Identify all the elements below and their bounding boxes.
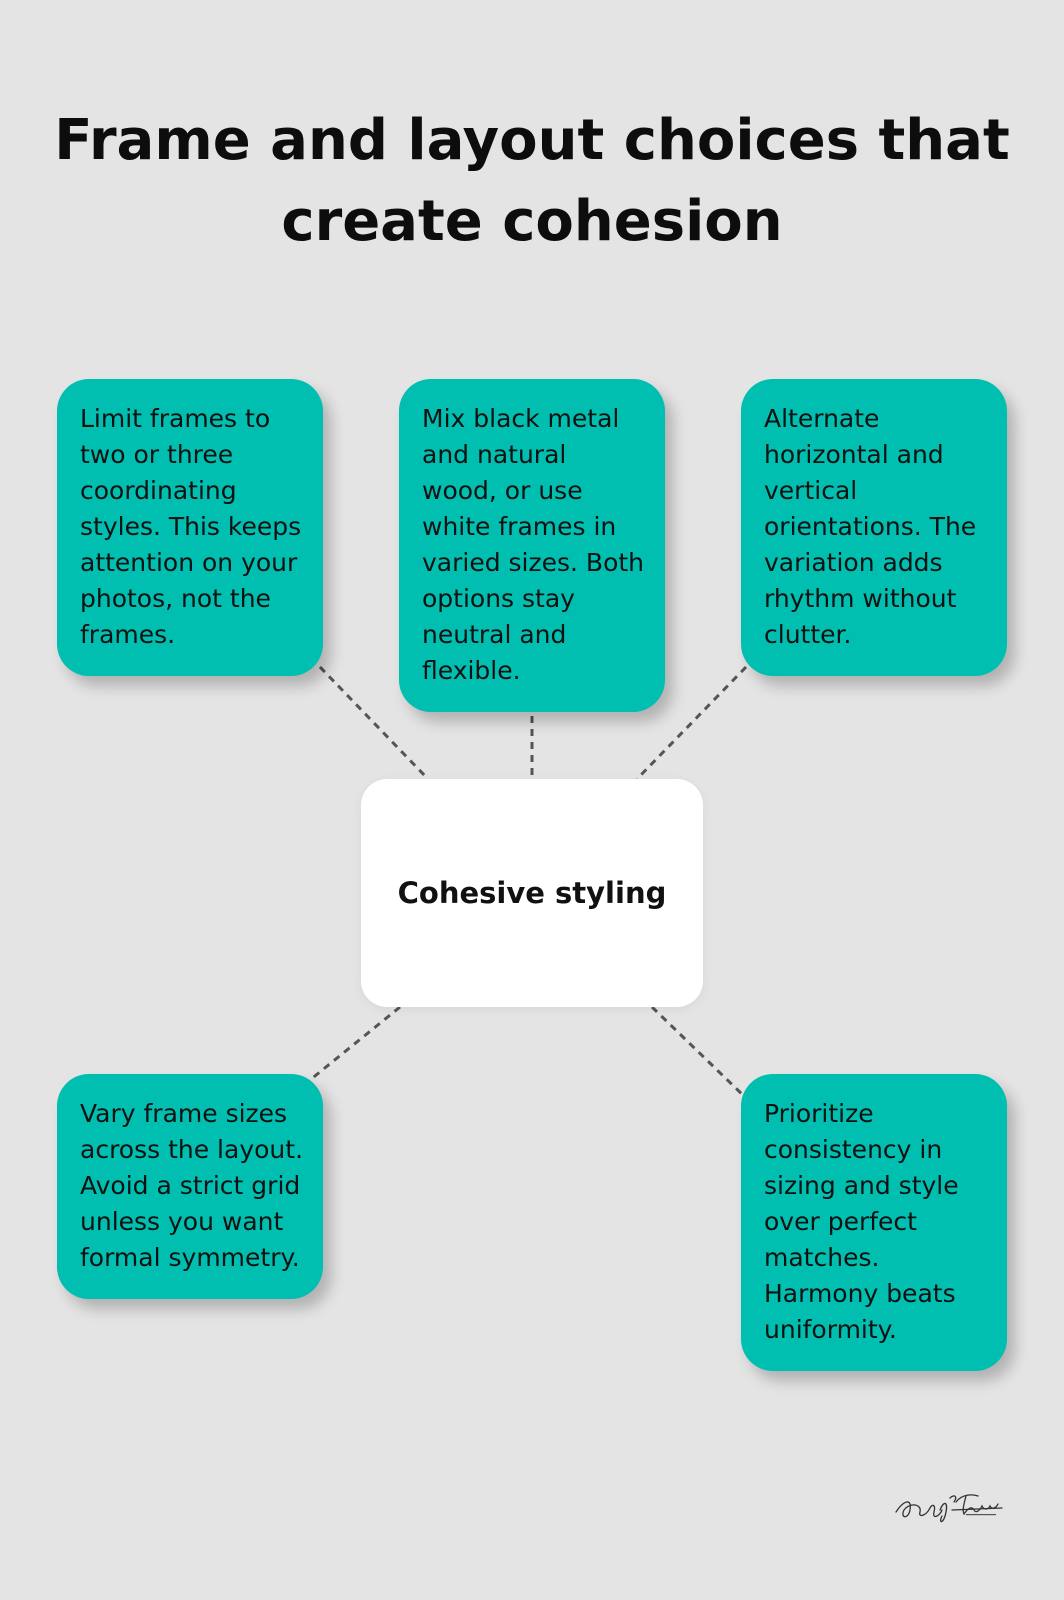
card-top-right: Alternate horizontal and vertical orient… — [741, 379, 1007, 676]
card-bottom-left: Vary frame sizes across the layout. Avoi… — [57, 1074, 323, 1299]
card-bottom-right: Prioritize consistency in sizing and sty… — [741, 1074, 1007, 1371]
card-top-middle: Mix black metal and natural wood, or use… — [399, 379, 665, 712]
center-node: Cohesive styling — [361, 779, 703, 1007]
card-top-left: Limit frames to two or three coordinatin… — [57, 379, 323, 676]
connector-bottom-left — [309, 1005, 401, 1082]
connector-bottom-right — [650, 1005, 748, 1100]
center-label: Cohesive styling — [397, 876, 667, 910]
signature-logo-icon — [895, 1494, 1003, 1523]
page-title: Frame and layout choices that create coh… — [54, 108, 1010, 254]
connector-top-right — [635, 665, 748, 781]
